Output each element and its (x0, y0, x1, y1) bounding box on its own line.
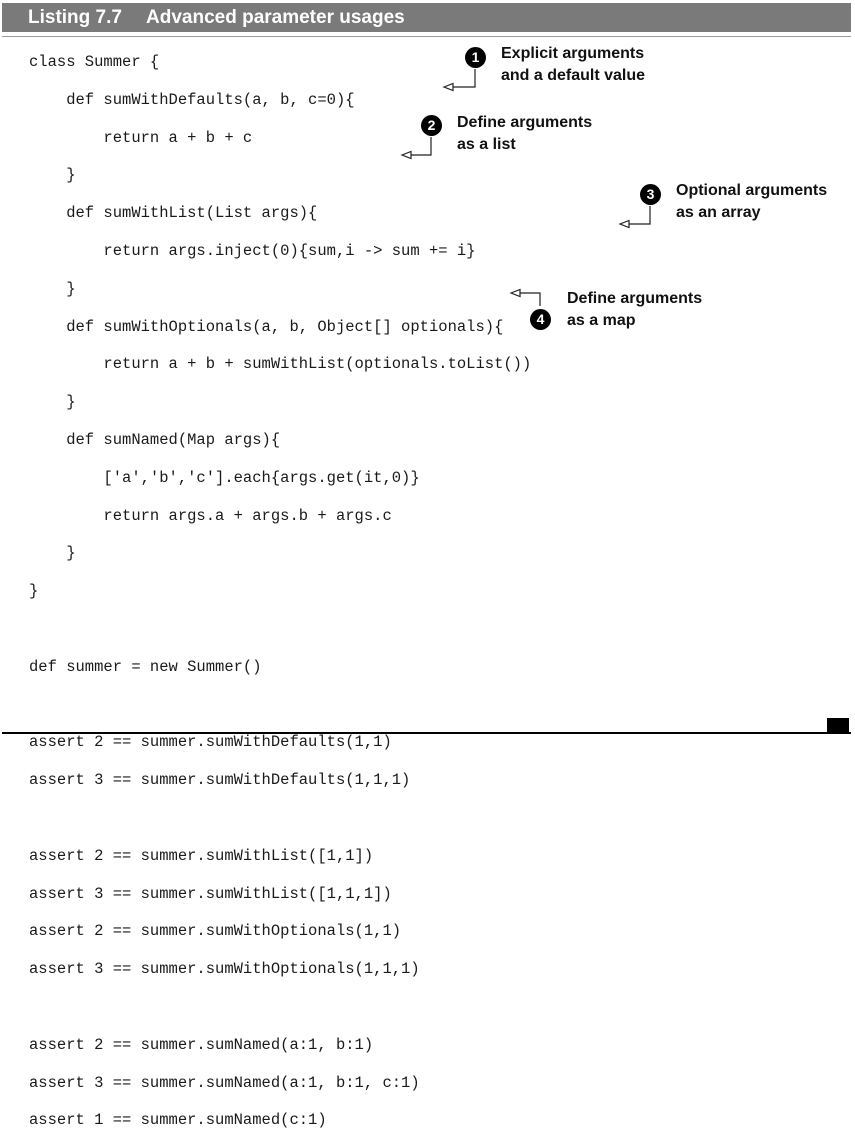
callout-3: Optional arguments as an array (676, 180, 827, 224)
top-divider (2, 36, 851, 37)
code-line: def summer = new Summer() (29, 657, 262, 676)
listing-header: Listing 7.7 Advanced parameter usages (2, 3, 851, 32)
code-line: assert 2 == summer.sumNamed(a:1, b:1) (29, 1035, 374, 1054)
callout-3-line2: as an array (676, 204, 761, 221)
code-line: def sumWithDefaults(a, b, c=0){ (29, 90, 355, 109)
code-line: return args.a + args.b + args.c (29, 506, 392, 525)
callout-3-line1: Optional arguments (676, 182, 828, 199)
code-line: } (29, 393, 76, 412)
callout-1: Explicit arguments and a default value (501, 43, 645, 87)
code-line (29, 807, 531, 830)
callout-2-arrow (410, 137, 432, 156)
code-line: assert 2 == summer.sumWithList([1,1]) (29, 846, 374, 865)
callout-1-line2: and a default value (501, 67, 646, 84)
callout-2-line1: Define arguments (457, 114, 593, 131)
code-line: } (29, 279, 76, 298)
callout-3-number: 3 (640, 184, 661, 205)
code-line: } (29, 166, 76, 185)
listing-title: Advanced parameter usages (146, 7, 405, 28)
code-line: return a + b + c (29, 128, 253, 147)
callout-1-arrow (452, 69, 476, 88)
code-line: assert 2 == summer.sumWithOptionals(1,1) (29, 922, 402, 941)
callout-arrows (400, 69, 651, 306)
code-line: ['a','b','c'].each{args.get(it,0)} (29, 468, 420, 487)
callout-4-arrowhead (509, 288, 521, 298)
listing-number: Listing 7.7 (28, 7, 122, 28)
callout-4-number: 4 (530, 309, 551, 330)
callout-4-line2: as a map (567, 312, 636, 329)
code-line: return a + b + sumWithList(optionals.toL… (29, 355, 532, 374)
code-line: def sumWithOptionals(a, b, Object[] opti… (29, 317, 504, 336)
code-line: } (29, 582, 39, 601)
code-line: assert 1 == summer.sumNamed(c:1) (29, 1111, 327, 1130)
callout-4: Define arguments as a map (567, 288, 702, 332)
end-of-listing-marker (827, 718, 849, 732)
callout-2-number: 2 (421, 115, 442, 136)
code-line: assert 3 == summer.sumWithList([1,1,1]) (29, 884, 392, 903)
code-line: return args.inject(0){sum,i -> sum += i} (29, 241, 476, 260)
code-line: assert 3 == summer.sumWithOptionals(1,1,… (29, 960, 420, 979)
callout-4-line1: Define arguments (567, 290, 703, 307)
callout-4-arrow (519, 292, 541, 306)
code-line: assert 3 == summer.sumWithDefaults(1,1,1… (29, 771, 411, 790)
code-line: def sumNamed(Map args){ (29, 430, 281, 449)
code-line: class Summer { (29, 53, 160, 71)
code-line (29, 996, 531, 1019)
callout-1-number: 1 (465, 47, 486, 68)
callout-1-arrowhead (442, 82, 454, 92)
callout-3-arrow (628, 206, 651, 225)
code-line: assert 3 == summer.sumNamed(a:1, b:1, c:… (29, 1073, 420, 1092)
callout-2-arrowhead (400, 150, 412, 160)
callout-3-arrowhead (618, 219, 630, 229)
bottom-divider (2, 732, 851, 734)
callout-1-line1: Explicit arguments (501, 45, 645, 62)
callout-2: Define arguments as a list (457, 112, 592, 156)
callout-2-line2: as a list (457, 136, 516, 153)
code-line: def sumWithList(List args){ (29, 204, 318, 223)
code-line: } (29, 544, 76, 563)
